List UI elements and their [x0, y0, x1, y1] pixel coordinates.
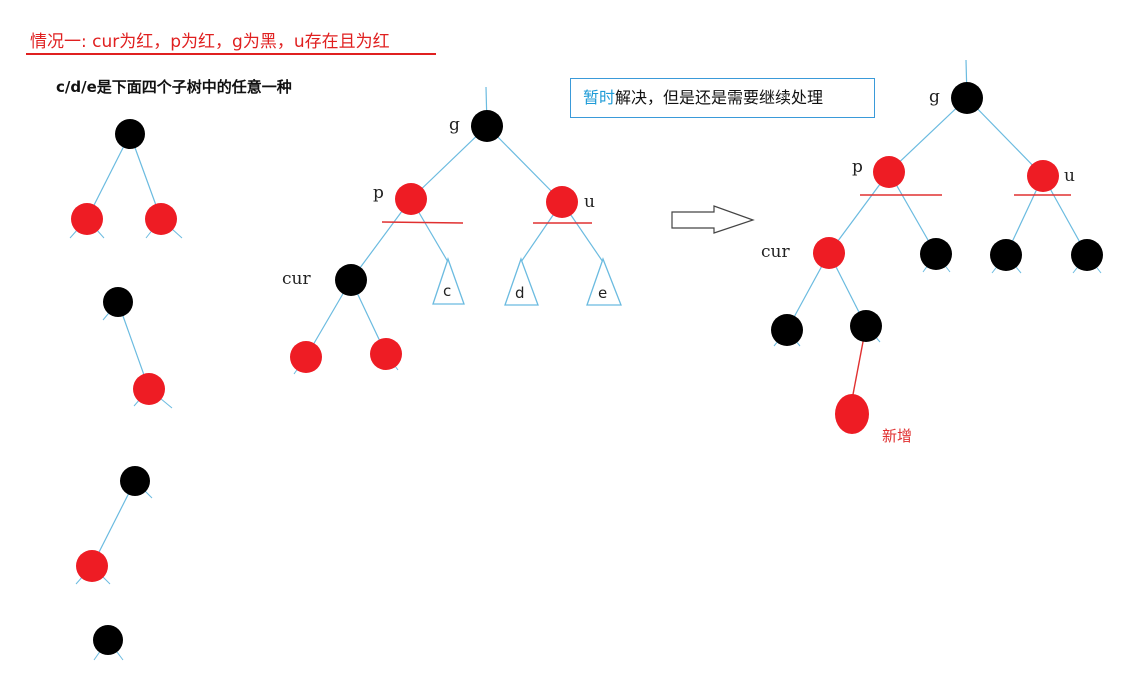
- case-heading: 情况一: cur为红，p为红，g为黑，u存在且为红: [30, 32, 390, 52]
- subtree-option-2: [102, 287, 173, 409]
- note-text: 解决，但是还是需要继续处理: [615, 88, 824, 107]
- label-g: g: [929, 87, 940, 107]
- node-p: [395, 183, 427, 215]
- black-node: [771, 314, 803, 346]
- black-node: [850, 310, 882, 342]
- subtree-e-label: e: [598, 284, 607, 302]
- new-node-label: 新增: [882, 427, 912, 445]
- label-p: p: [373, 183, 384, 203]
- subtree-d-label: d: [515, 284, 525, 302]
- subtree-description: c/d/e是下面四个子树中的任意一种: [56, 78, 292, 96]
- label-p: p: [852, 157, 863, 177]
- black-node: [115, 119, 145, 149]
- label-u: u: [584, 192, 595, 212]
- black-node: [1071, 239, 1103, 271]
- black-node: [120, 466, 150, 496]
- red-node: [290, 341, 322, 373]
- label-g: g: [449, 115, 460, 135]
- label-cur: cur: [282, 269, 311, 289]
- transition-arrow: [671, 205, 755, 234]
- subtree-option-1: [69, 119, 183, 239]
- subtree-c-label: c: [443, 282, 451, 300]
- node-cur: [813, 237, 845, 269]
- subtree-d: [504, 257, 539, 306]
- note-box: 暂时解决，但是还是需要继续处理: [570, 78, 875, 118]
- node-p: [873, 156, 905, 188]
- black-node: [920, 238, 952, 270]
- node-u: [1027, 160, 1059, 192]
- node-cur: [335, 264, 367, 296]
- subtree-c: [432, 257, 465, 305]
- label-u: u: [1064, 166, 1075, 186]
- red-node: [76, 550, 108, 582]
- heading-underline: [26, 53, 436, 55]
- subtree-option-4: [93, 625, 124, 661]
- black-node: [103, 287, 133, 317]
- new-node: [835, 394, 869, 434]
- black-node: [93, 625, 123, 655]
- red-node: [71, 203, 103, 235]
- note-highlight: 暂时: [583, 88, 616, 107]
- subtree-option-3: [75, 466, 153, 585]
- black-node: [990, 239, 1022, 271]
- node-g: [471, 110, 503, 142]
- subtree-e: [586, 257, 622, 306]
- red-node: [370, 338, 402, 370]
- node-u: [546, 186, 578, 218]
- node-g: [951, 82, 983, 114]
- red-node: [133, 373, 165, 405]
- red-node: [145, 203, 177, 235]
- label-cur: cur: [761, 242, 790, 262]
- tree-before: c d e g p u cur: [282, 86, 622, 375]
- tree-after: g p u cur 新增: [761, 59, 1103, 445]
